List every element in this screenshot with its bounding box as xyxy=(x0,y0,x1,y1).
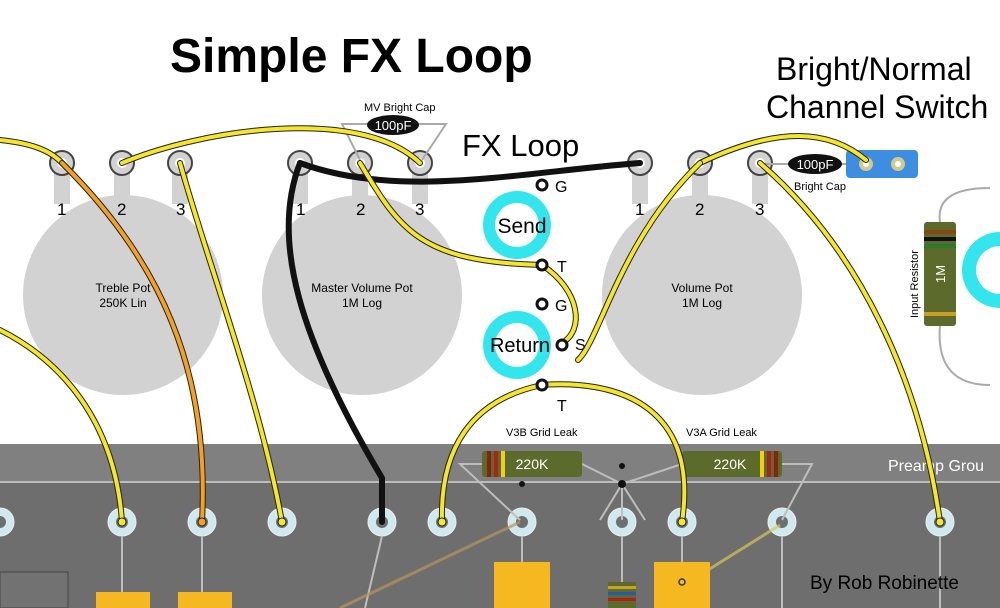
return-switch-label: S xyxy=(575,337,586,354)
input-resistor-value: 1M xyxy=(933,265,948,283)
return-tip-label: T xyxy=(557,398,567,415)
master-lug-1: 1 xyxy=(296,200,305,219)
v3b-grid-leak-value: 220K xyxy=(516,456,549,472)
switch-label-line1: Bright/Normal xyxy=(776,51,972,87)
volume-lug-3: 3 xyxy=(755,200,764,219)
send-ground-label: G xyxy=(555,179,567,196)
board-cap-1 xyxy=(96,592,150,608)
v3a-grid-leak-value: 220K xyxy=(714,456,747,472)
credit: By Rob Robinette xyxy=(810,573,959,594)
treble-lug-2: 2 xyxy=(117,200,126,219)
wire-black-master1-to-volume1 xyxy=(297,160,643,185)
master-pot-value: 1M Log xyxy=(342,296,382,310)
wire-volume2-to-switch xyxy=(697,133,869,166)
wire-black-master1-to-board xyxy=(285,160,385,525)
treble-pot-name: Treble Pot xyxy=(96,281,152,295)
switch-label-line2: Channel Switch xyxy=(766,89,988,125)
board-label: Preamp Grou xyxy=(888,458,984,475)
board-block-left xyxy=(0,571,69,608)
input-resistor-leads xyxy=(938,187,991,386)
grid-leak-leads xyxy=(457,463,814,521)
faint-lead-right xyxy=(699,523,781,577)
board-cap-2 xyxy=(178,592,232,608)
v3b-grid-leak-resistor xyxy=(482,451,582,477)
bright-cap-value: 100pF xyxy=(797,157,834,172)
volume-pot xyxy=(602,195,802,395)
volume-lug-1: 1 xyxy=(635,200,644,219)
bright-cap-label: Bright Cap xyxy=(794,181,846,193)
mv-bright-cap-label: MV Bright Cap xyxy=(364,102,436,114)
volume-pot-name: Volume Pot xyxy=(671,281,733,295)
mv-bright-cap xyxy=(367,115,419,135)
send-tip-label: T xyxy=(557,259,567,276)
master-lug-2: 2 xyxy=(356,200,365,219)
v3a-grid-leak-label: V3A Grid Leak xyxy=(686,427,757,439)
v3a-grid-leak-resistor xyxy=(682,451,782,477)
page-title: Simple FX Loop xyxy=(170,30,533,83)
treble-lug-3: 3 xyxy=(176,200,185,219)
mv-bright-cap-value: 100pF xyxy=(375,118,412,133)
board-small-resistor xyxy=(608,582,636,608)
fx-loop-label: FX Loop xyxy=(462,128,579,163)
return-ground-label: G xyxy=(555,298,567,315)
jack-terminals xyxy=(535,178,569,392)
treble-pot-value: 250K Lin xyxy=(99,296,146,310)
input-resistor-label: Input Resistor xyxy=(909,250,921,318)
volume-pot-value: 1M Log xyxy=(682,296,722,310)
treble-lug-1: 1 xyxy=(57,200,66,219)
master-lug-3: 3 xyxy=(415,200,424,219)
send-jack-label: Send xyxy=(497,215,546,238)
master-volume-pot xyxy=(262,195,462,395)
master-pot-name: Master Volume Pot xyxy=(311,281,413,295)
volume-lug-2: 2 xyxy=(695,200,704,219)
board-cap-3 xyxy=(494,562,550,608)
return-jack-label: Return xyxy=(490,335,550,357)
bright-cap xyxy=(788,154,842,174)
v3b-grid-leak-label: V3B Grid Leak xyxy=(506,427,578,439)
input-resistor-bands xyxy=(924,230,956,316)
treble-pot xyxy=(23,195,223,395)
faint-lead-left xyxy=(339,520,521,608)
